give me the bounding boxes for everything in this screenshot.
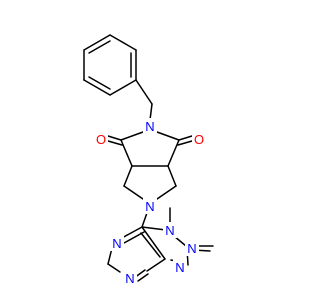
bond	[120, 139, 133, 167]
bond	[107, 263, 121, 273]
bond	[109, 34, 137, 51]
atom-label-nitrogen: N	[175, 260, 184, 275]
bond	[149, 103, 153, 121]
bond	[177, 140, 193, 146]
bond	[178, 135, 193, 141]
atom-label-nitrogen: N	[165, 223, 174, 238]
atom-label-nitrogen: N	[112, 236, 121, 251]
bond	[140, 232, 161, 258]
bond	[83, 79, 111, 96]
bond	[137, 273, 149, 282]
bond	[123, 185, 144, 200]
atom-label-oxygen: O	[194, 132, 204, 147]
atom-label-oxygen: O	[96, 132, 106, 147]
bond	[83, 34, 111, 51]
bond	[156, 185, 177, 200]
bond	[167, 165, 177, 187]
bond	[141, 226, 167, 231]
bond	[156, 131, 180, 141]
atom-label-nitrogen: N	[125, 271, 134, 286]
bond	[123, 231, 145, 244]
bond	[88, 40, 111, 54]
structure-canvas: N N O O N N N N N	[83, 34, 214, 286]
atom-label-nitrogen: N	[145, 119, 154, 134]
bond	[141, 226, 166, 260]
atom-label-layer: N N O O N N N N N	[94, 118, 206, 286]
bond	[167, 139, 180, 167]
bond	[120, 131, 144, 141]
bond	[146, 258, 166, 272]
atom-label-nitrogen: N	[187, 241, 196, 256]
bond	[107, 135, 122, 141]
bond	[123, 165, 133, 187]
bond-layer	[83, 34, 214, 282]
bond	[109, 79, 137, 96]
chemical-structure: N N O O N N N N N	[83, 34, 214, 286]
bond	[107, 140, 123, 146]
atom-label-nitrogen: N	[145, 199, 154, 214]
bond	[135, 79, 153, 105]
bond	[88, 76, 111, 90]
